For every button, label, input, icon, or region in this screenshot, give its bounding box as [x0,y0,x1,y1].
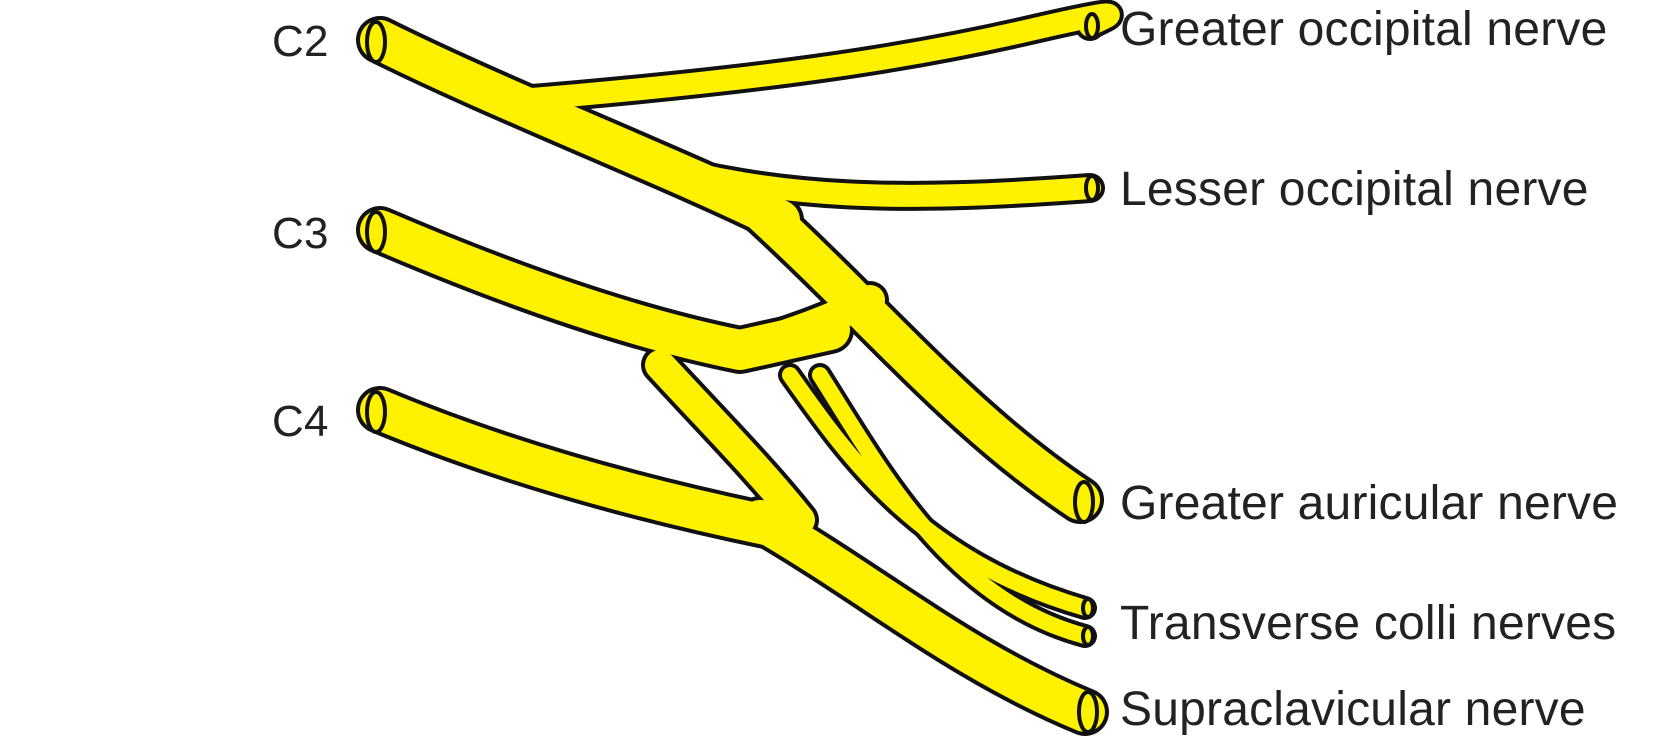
supraclavicular-branch [740,500,1105,732]
c3-to-c4-descending [645,350,815,535]
greater-auricular-trunk [740,190,1100,520]
branch-label-greater-auricular: Greater auricular nerve [1120,477,1619,530]
lesser-occipital-branch [629,149,1101,207]
nerve-branches [356,0,1124,736]
transverse-colli-upper-end [1081,597,1095,619]
greater-occipital-end [1084,12,1100,40]
branch-label-lesser-occipital: Lesser occipital nerve [1120,163,1589,216]
lesser-occipital-end [1084,174,1100,202]
c2-trunk [360,20,800,240]
c2-root-end [365,20,387,64]
branch-label-supraclavicular: Supraclavicular nerve [1120,683,1586,736]
greater-occipital-branch [509,3,1120,111]
c3-trunk [360,210,850,370]
root-label-c4: C4 [272,397,329,446]
branch-label-transverse-colli: Transverse colli nerves [1120,597,1617,650]
transverse-colli-lower-end [1081,625,1095,647]
c3-root-end [365,210,387,254]
c3-to-greater-auricular [725,285,885,365]
branch-label-greater-occipital: Greater occipital nerve [1120,3,1608,56]
transverse-colli-lower [812,367,1093,644]
greater-auricular-end [1073,480,1095,524]
root-label-c3: C3 [272,209,329,258]
root-label-c2: C2 [272,17,329,66]
c4-root-end [365,390,387,434]
c4-trunk [360,390,810,550]
supraclavicular-end [1077,690,1099,734]
